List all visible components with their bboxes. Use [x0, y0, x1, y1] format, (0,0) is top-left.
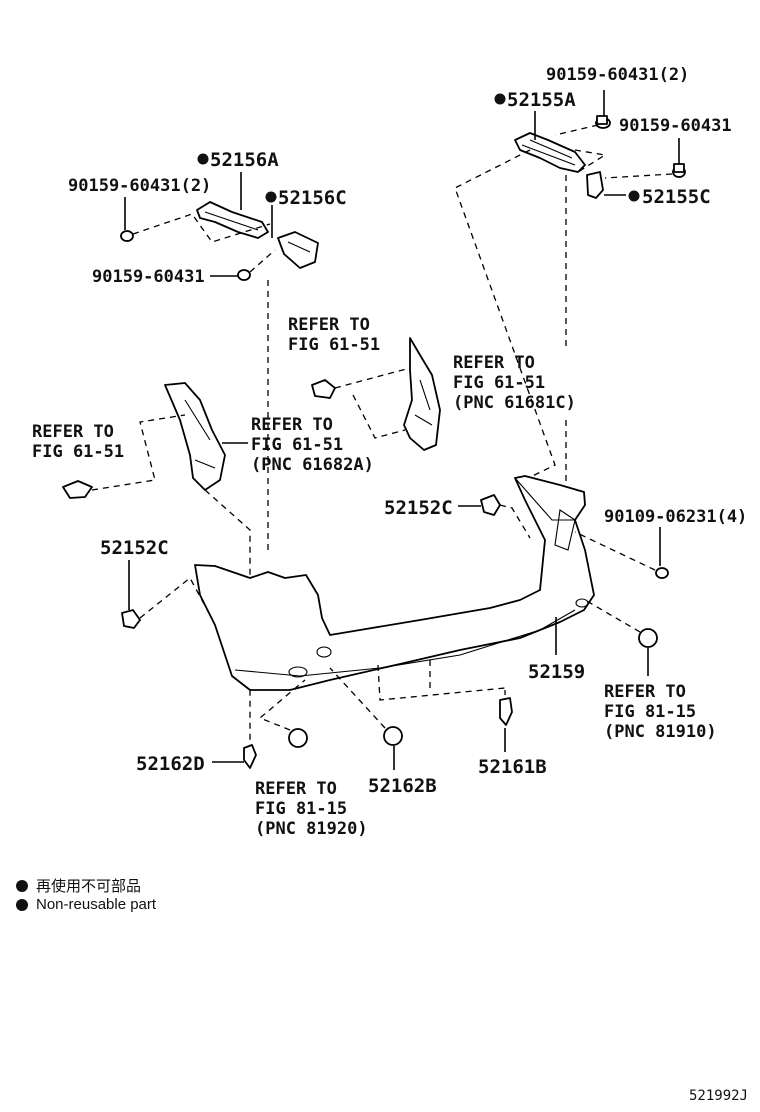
bolt-90159-60431-top [595, 115, 611, 129]
legend-jp: 再使用不可部品 [16, 875, 141, 896]
svg-text:REFER TO: REFER TO [604, 682, 686, 702]
non-reusable-dot-52156A [197, 153, 209, 165]
ref-center: REFER TO FIG 61-51 [288, 315, 380, 355]
svg-text:REFER TO: REFER TO [288, 315, 370, 335]
screw-90109-06231 [655, 567, 669, 579]
label-52155A: 52155A [507, 89, 576, 111]
clip-left [62, 480, 93, 499]
non-reusable-dot-52156C [265, 191, 277, 203]
bullet-icon [16, 879, 28, 892]
bracket-52156A [196, 201, 269, 239]
svg-text:(PNC 81910): (PNC 81910) [604, 722, 717, 742]
svg-text:(PNC 61681C): (PNC 61681C) [453, 393, 576, 413]
label-90159-60431-2-top: 90159-60431(2) [546, 65, 689, 85]
svg-text:(PNC 81920): (PNC 81920) [255, 819, 368, 839]
bolt-90159-60431-left-b [237, 269, 251, 281]
svg-text:FIG 81-15: FIG 81-15 [255, 799, 347, 819]
non-reusable-dot-52155A [494, 93, 506, 105]
label-52162B: 52162B [368, 775, 437, 797]
non-reusable-markers [197, 93, 640, 203]
retainer-left [164, 382, 226, 491]
ref-bottom-right: REFER TO FIG 81-15 (PNC 81910) [604, 682, 717, 742]
svg-text:FIG 61-51: FIG 61-51 [32, 442, 124, 462]
bracket-52156C [277, 231, 319, 269]
retainer-right [403, 337, 441, 451]
rivet-52161B [499, 697, 513, 726]
label-90159-60431-2-left: 90159-60431(2) [68, 176, 211, 196]
label-52162D: 52162D [136, 753, 205, 775]
clip-52152C-mid [480, 494, 501, 516]
svg-text:REFER TO: REFER TO [255, 779, 337, 799]
sensor-cap-81910 [638, 628, 658, 648]
bumper-cover-52159 [194, 475, 595, 691]
ref-right: REFER TO FIG 61-51 (PNC 61681C) [453, 353, 576, 413]
svg-text:(PNC 61682A): (PNC 61682A) [251, 455, 374, 475]
label-90109-06231-4: 90109-06231(4) [604, 507, 747, 527]
label-52152C-mid: 52152C [384, 497, 453, 519]
label-52161B: 52161B [478, 756, 547, 778]
bullet-icon [16, 898, 28, 911]
svg-text:FIG 61-51: FIG 61-51 [288, 335, 380, 355]
ref-left: REFER TO FIG 61-51 [32, 422, 124, 462]
legend-jp-text: 再使用不可部品 [36, 878, 142, 895]
bolt-90159-60431-right [672, 163, 686, 178]
svg-text:FIG 61-51: FIG 61-51 [453, 373, 545, 393]
ref-bottom-mid: REFER TO FIG 81-15 (PNC 81920) [255, 779, 368, 839]
clip-52152C-left [121, 609, 141, 629]
label-52156C: 52156C [278, 187, 347, 209]
label-52156A: 52156A [210, 149, 279, 171]
label-52159: 52159 [528, 661, 585, 683]
svg-text:REFER TO: REFER TO [32, 422, 114, 442]
svg-text:REFER TO: REFER TO [453, 353, 535, 373]
legend-en: Non-reusable part [16, 896, 156, 913]
legend-en-text: Non-reusable part [36, 896, 157, 913]
clip-center [311, 379, 336, 399]
cap-52162B [383, 726, 403, 746]
non-reusable-dot-52155C [628, 190, 640, 202]
bracket-52155A [514, 132, 586, 173]
label-52155C: 52155C [642, 186, 711, 208]
svg-text:FIG 61-51: FIG 61-51 [251, 435, 343, 455]
label-52152C-left: 52152C [100, 537, 169, 559]
label-90159-60431-right: 90159-60431 [619, 116, 732, 136]
bolt-90159-60431-left-a [120, 230, 134, 242]
part-labels: 90159-60431(2) 52155A 90159-60431 52155C… [68, 65, 747, 797]
label-90159-60431-left: 90159-60431 [92, 267, 205, 287]
svg-text:REFER TO: REFER TO [251, 415, 333, 435]
svg-text:FIG 81-15: FIG 81-15 [604, 702, 696, 722]
rivet-52162D [243, 744, 257, 769]
figure-code: 521992J [688, 1088, 748, 1104]
clip-52155C [586, 171, 604, 199]
sensor-cap-81920 [288, 728, 308, 748]
ref-mid: REFER TO FIG 61-51 (PNC 61682A) [251, 415, 374, 475]
